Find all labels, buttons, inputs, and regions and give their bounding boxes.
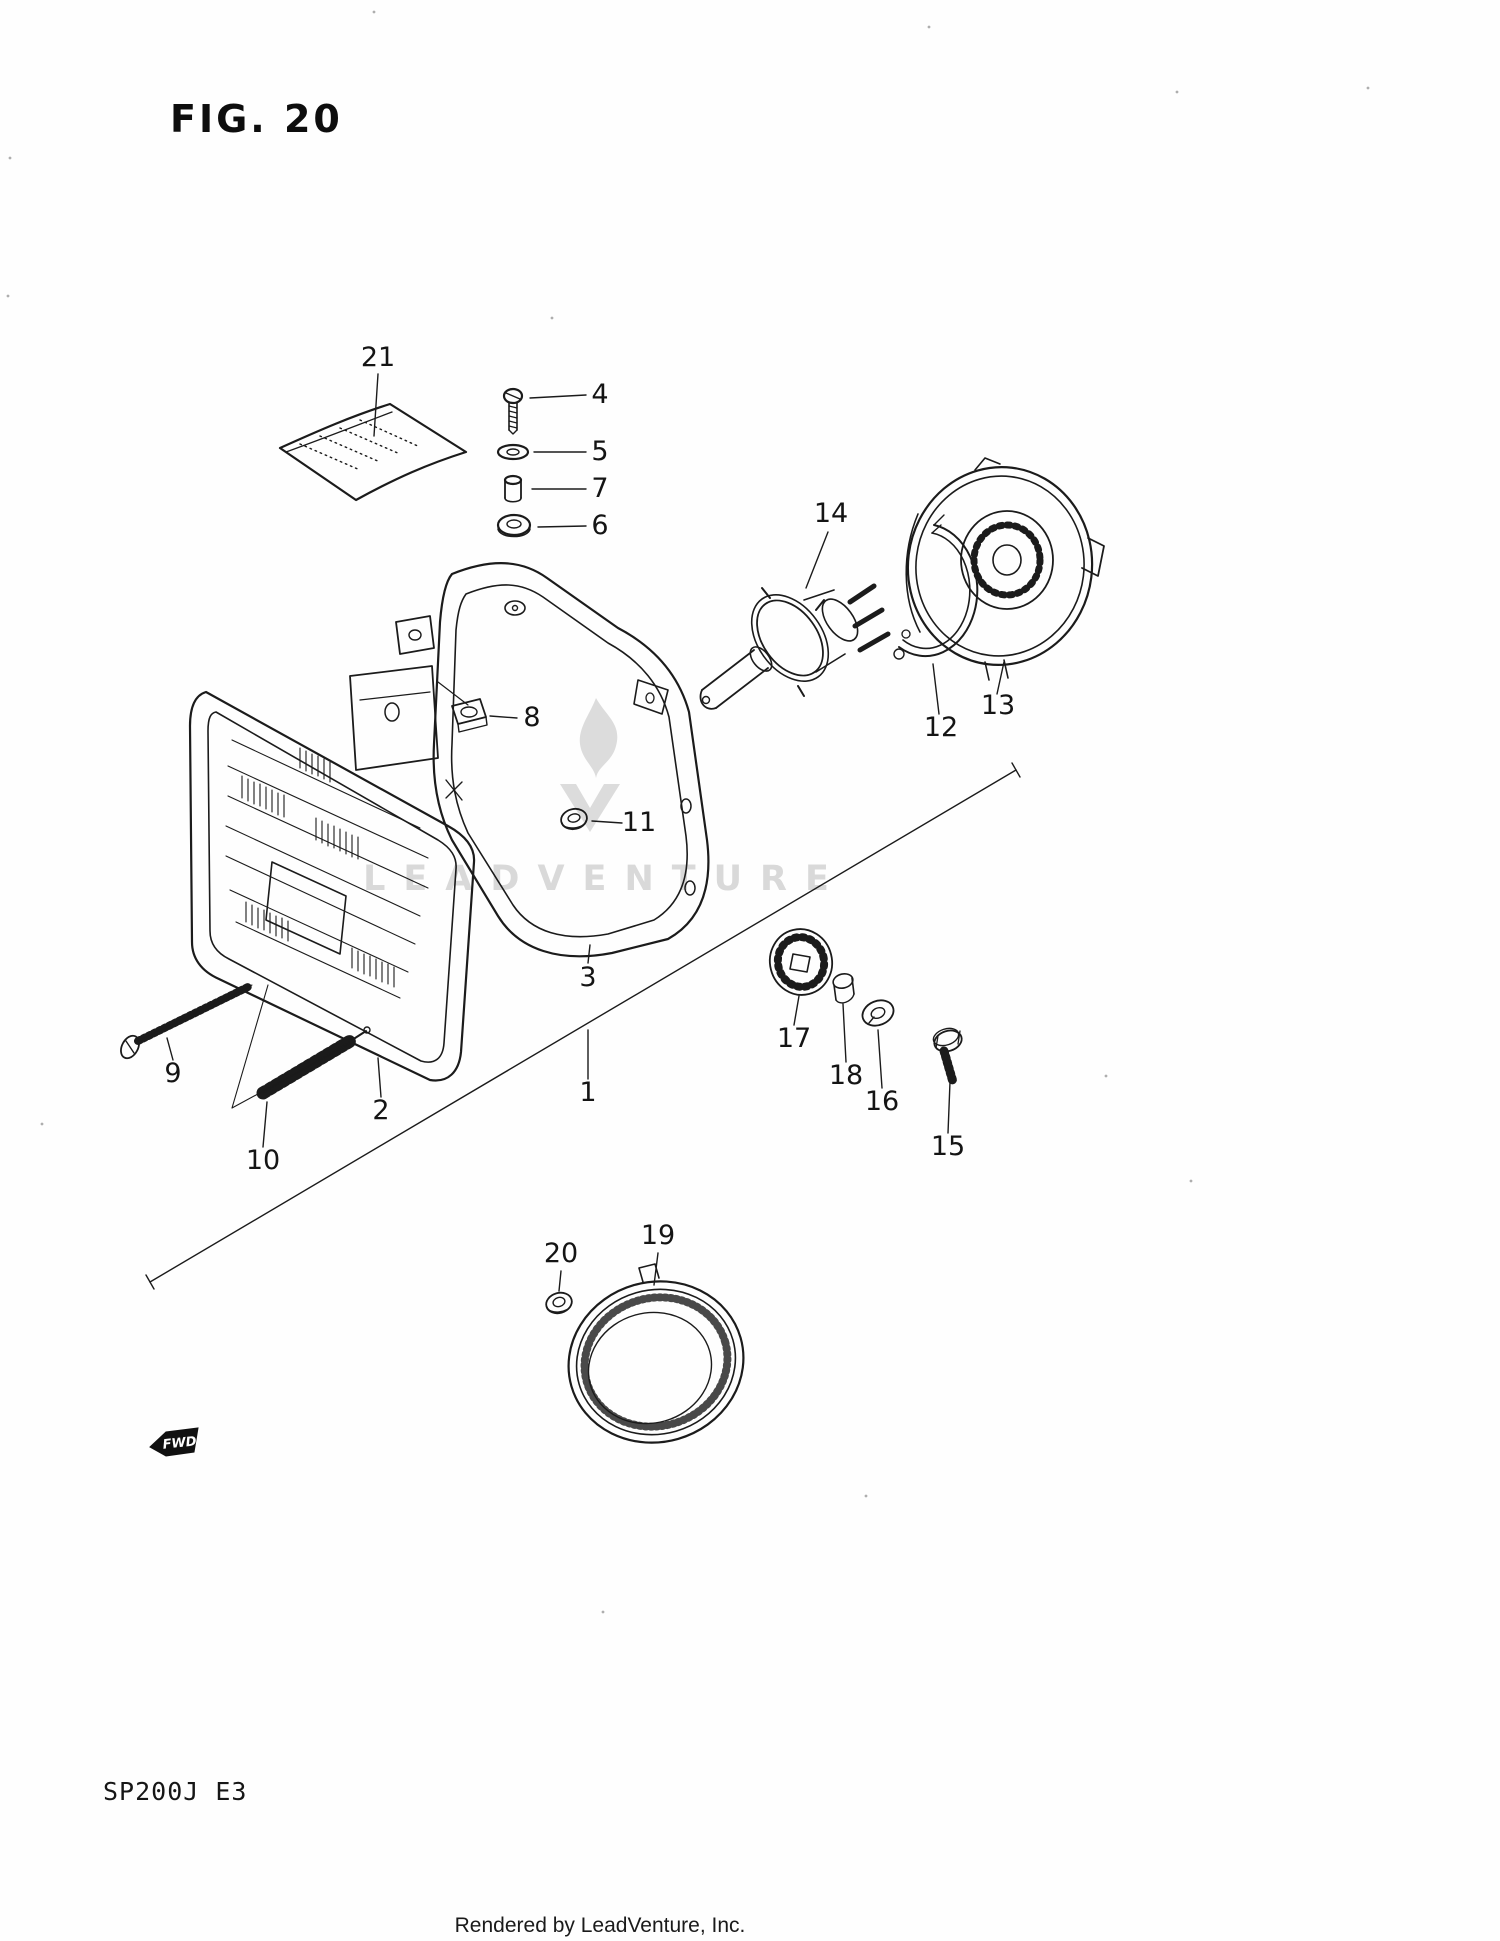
part-16-washer: [861, 999, 895, 1027]
leadventure-watermark-text: LEADVENTURE: [363, 859, 847, 899]
part-label-11: 11: [622, 807, 656, 838]
fwd-label: FWD: [162, 1434, 198, 1452]
part-label-5: 5: [591, 436, 608, 467]
part-7-spacer: [503, 474, 523, 503]
part-6-grommet: [496, 513, 532, 538]
part-labels: 21 4 5 7 6 14 8 11 12 13 3 17 18 16 15 9…: [164, 342, 1015, 1269]
part-18-spacer: [832, 972, 855, 1004]
part-label-15: 15: [931, 1131, 965, 1162]
part-5-washer: [496, 443, 530, 461]
part-13-socket-cover: [905, 457, 1105, 681]
part-17-adjuster: [768, 928, 834, 996]
part-label-16: 16: [865, 1086, 899, 1117]
part-label-19: 19: [641, 1220, 675, 1251]
leader-lines: [166, 373, 1005, 1292]
part-label-1: 1: [579, 1077, 596, 1108]
part-label-2: 2: [372, 1095, 389, 1126]
part-2-headlamp-lens: [188, 690, 476, 1082]
part-9-adjusting-screw: [120, 982, 254, 1060]
part-label-18: 18: [829, 1060, 863, 1091]
part-label-8: 8: [523, 702, 540, 733]
lens-center-window: [265, 861, 347, 955]
part-label-17: 17: [777, 1023, 811, 1054]
part-14-headlamp-bulb: [699, 583, 891, 710]
fwd-direction-marker: FWD: [149, 1427, 199, 1457]
part-3-headlamp-housing: [349, 562, 710, 958]
lens-rib-ticks: [241, 747, 395, 988]
render-credit: Rendered by LeadVenture, Inc.: [455, 1914, 746, 1937]
part-11-nut: [560, 807, 588, 831]
leadventure-watermark-logo-icon: [560, 698, 620, 832]
part-1-assembly-line: [145, 762, 1021, 1290]
part-4-screw: [502, 387, 524, 435]
part-label-10: 10: [246, 1145, 280, 1176]
part-label-20: 20: [544, 1238, 578, 1269]
part-15-bolt: [932, 1027, 963, 1087]
model-code: SP200J E3: [103, 1777, 247, 1806]
part-20-nut: [545, 1291, 573, 1315]
part-8-nut: [451, 698, 488, 733]
part-label-9: 9: [164, 1058, 181, 1089]
part-label-3: 3: [579, 962, 596, 993]
part-label-6: 6: [591, 510, 608, 541]
part-label-14: 14: [814, 498, 848, 529]
figure-title: FIG. 20: [170, 97, 343, 141]
part-19-round-lens: [567, 1263, 745, 1444]
scan-specks: [6, 10, 1370, 1614]
part-12-retaining-spring: [893, 514, 979, 660]
part-label-7: 7: [591, 473, 608, 504]
part-label-4: 4: [591, 379, 608, 410]
part-label-12: 12: [924, 712, 958, 743]
part-21-rubber-sheet: [278, 402, 468, 502]
part-label-21: 21: [361, 342, 395, 373]
part-label-13: 13: [981, 690, 1015, 721]
